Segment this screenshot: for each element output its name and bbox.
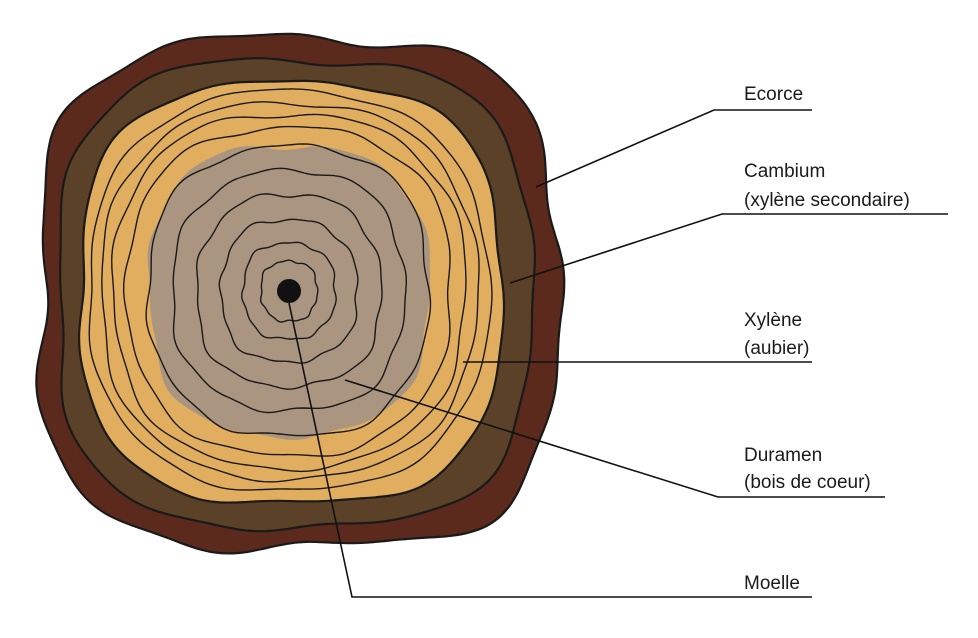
growth-ring bbox=[145, 143, 432, 437]
label-cambium-title: Cambium bbox=[744, 161, 825, 182]
leader-lines bbox=[288, 109, 948, 598]
leader-line-moelle bbox=[288, 302, 812, 598]
label-duramen-title: Duramen bbox=[744, 445, 822, 466]
trunk-cross-section bbox=[35, 32, 566, 555]
label-xylene-subtitle: (aubier) bbox=[744, 338, 809, 359]
growth-ring bbox=[196, 193, 383, 390]
growth-ring bbox=[101, 101, 480, 483]
growth-ring bbox=[88, 88, 493, 491]
label-duramen-subtitle: (bois de coeur) bbox=[744, 472, 871, 493]
label-xylene-title: Xylène bbox=[744, 310, 802, 331]
leader-line-duramen bbox=[344, 379, 885, 498]
label-cambium-subtitle: (xylène secondaire) bbox=[744, 190, 910, 211]
growth-ring bbox=[259, 259, 319, 323]
growth-ring bbox=[122, 125, 451, 457]
pith-dot bbox=[277, 279, 301, 303]
label-ecorce: Ecorce bbox=[744, 84, 803, 105]
label-moelle: Moelle bbox=[744, 573, 800, 594]
growth-ring bbox=[241, 241, 337, 340]
growth-ring bbox=[111, 113, 467, 473]
growth-ring bbox=[172, 167, 408, 414]
leader-line-cambium bbox=[509, 213, 948, 284]
growth-ring bbox=[218, 218, 359, 364]
labels: Ecorce Cambium (xylène secondaire) Xylèn… bbox=[744, 84, 910, 594]
leader-line-ecorce bbox=[535, 109, 812, 188]
growth-rings bbox=[88, 88, 493, 491]
